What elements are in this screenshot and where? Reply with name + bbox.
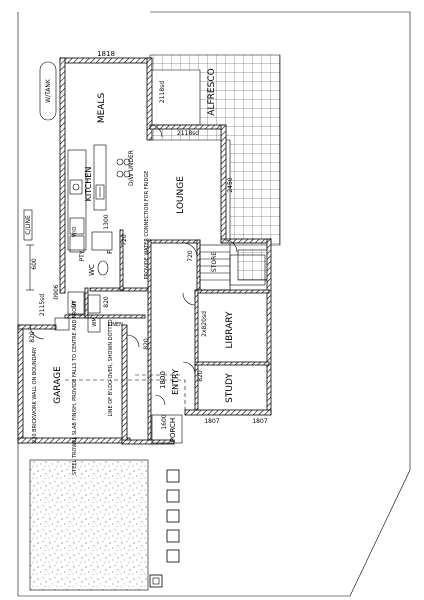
dim-1807-right: 1807 xyxy=(252,418,267,425)
dim-2118sd-top: 2118sd xyxy=(159,81,166,103)
label-dy: DY xyxy=(71,300,78,308)
dim-720-upper: 720 xyxy=(121,234,128,246)
dim-2118sd-mid: 2118sd xyxy=(177,130,199,137)
label-wm: WM xyxy=(92,317,98,326)
label-store: STORE xyxy=(211,252,218,272)
label-f: F xyxy=(106,250,114,254)
label-alfresco: ALFRESCO xyxy=(207,68,217,115)
label-wc: WC xyxy=(88,264,96,276)
label-kitchen: KITCHEN xyxy=(84,167,93,202)
dim-820-lower: 820 xyxy=(103,296,110,308)
label-boundary-note: 230 BRICKWORK WALL ON BOUNDARY xyxy=(32,346,38,443)
label-entry: ENTRY xyxy=(171,369,180,395)
dim-820-garage: 820 xyxy=(29,331,36,343)
dim-820-study: 820 xyxy=(197,370,204,382)
dim-2115sd: 2115sd xyxy=(39,294,46,316)
label-library: LIBRARY xyxy=(225,311,235,349)
driveway xyxy=(29,459,149,591)
c-line-marker xyxy=(23,209,33,241)
label-building-line-note: LINE OF B'LDG OVER, SHOWN DOTTED xyxy=(108,319,114,416)
label-garage: GARAGE xyxy=(53,366,63,404)
door-swings xyxy=(29,124,238,406)
dim-1600: 1600 xyxy=(161,414,168,429)
internal-walls xyxy=(64,229,270,441)
building-line-dashed xyxy=(65,379,186,415)
label-study: STUDY xyxy=(225,373,235,403)
label-c-line: C/LINE xyxy=(25,215,32,235)
label-meals: MEALS xyxy=(97,93,107,124)
label-porch: PORCH xyxy=(169,418,177,442)
external-walls xyxy=(17,57,272,445)
site-boundary xyxy=(17,11,411,597)
dim-820-entry: 820 xyxy=(143,338,150,350)
dim-2x820sd: 2x820sd xyxy=(201,311,208,337)
porch-steps xyxy=(151,414,183,444)
label-wo: W/O xyxy=(72,227,78,238)
stepping-pavers xyxy=(149,469,180,588)
label-pty: PTY xyxy=(79,250,86,261)
dim-1300: 1300 xyxy=(103,214,110,229)
stairs xyxy=(199,244,266,291)
water-tank xyxy=(39,61,57,121)
label-garage-note: STEEL TROWEL SLAB FINISH, PROVIDE FALLS … xyxy=(72,300,78,475)
label-linen: LINEN xyxy=(108,322,123,328)
dim-0906: 0906 xyxy=(53,284,60,299)
dim-2450: 2450 xyxy=(227,177,234,192)
label-dw-under: D/W UNDER xyxy=(128,150,135,186)
label-water-connection: PROVIDE WATER CONNECTION FOR FRIDGE xyxy=(144,171,150,280)
dim-1807-left: 1807 xyxy=(204,418,219,425)
dimension-lines xyxy=(26,244,34,291)
kitchen-bench xyxy=(67,144,131,251)
label-w-tank: W/TANK xyxy=(45,78,52,103)
wet-area-fixtures xyxy=(54,217,113,333)
dim-720-stair: 720 xyxy=(187,250,194,262)
dim-1818: 1818 xyxy=(97,50,115,58)
label-lounge: LOUNGE xyxy=(176,176,186,214)
dim-1800: 1800 xyxy=(159,371,167,389)
dim-600: 600 xyxy=(31,258,38,270)
